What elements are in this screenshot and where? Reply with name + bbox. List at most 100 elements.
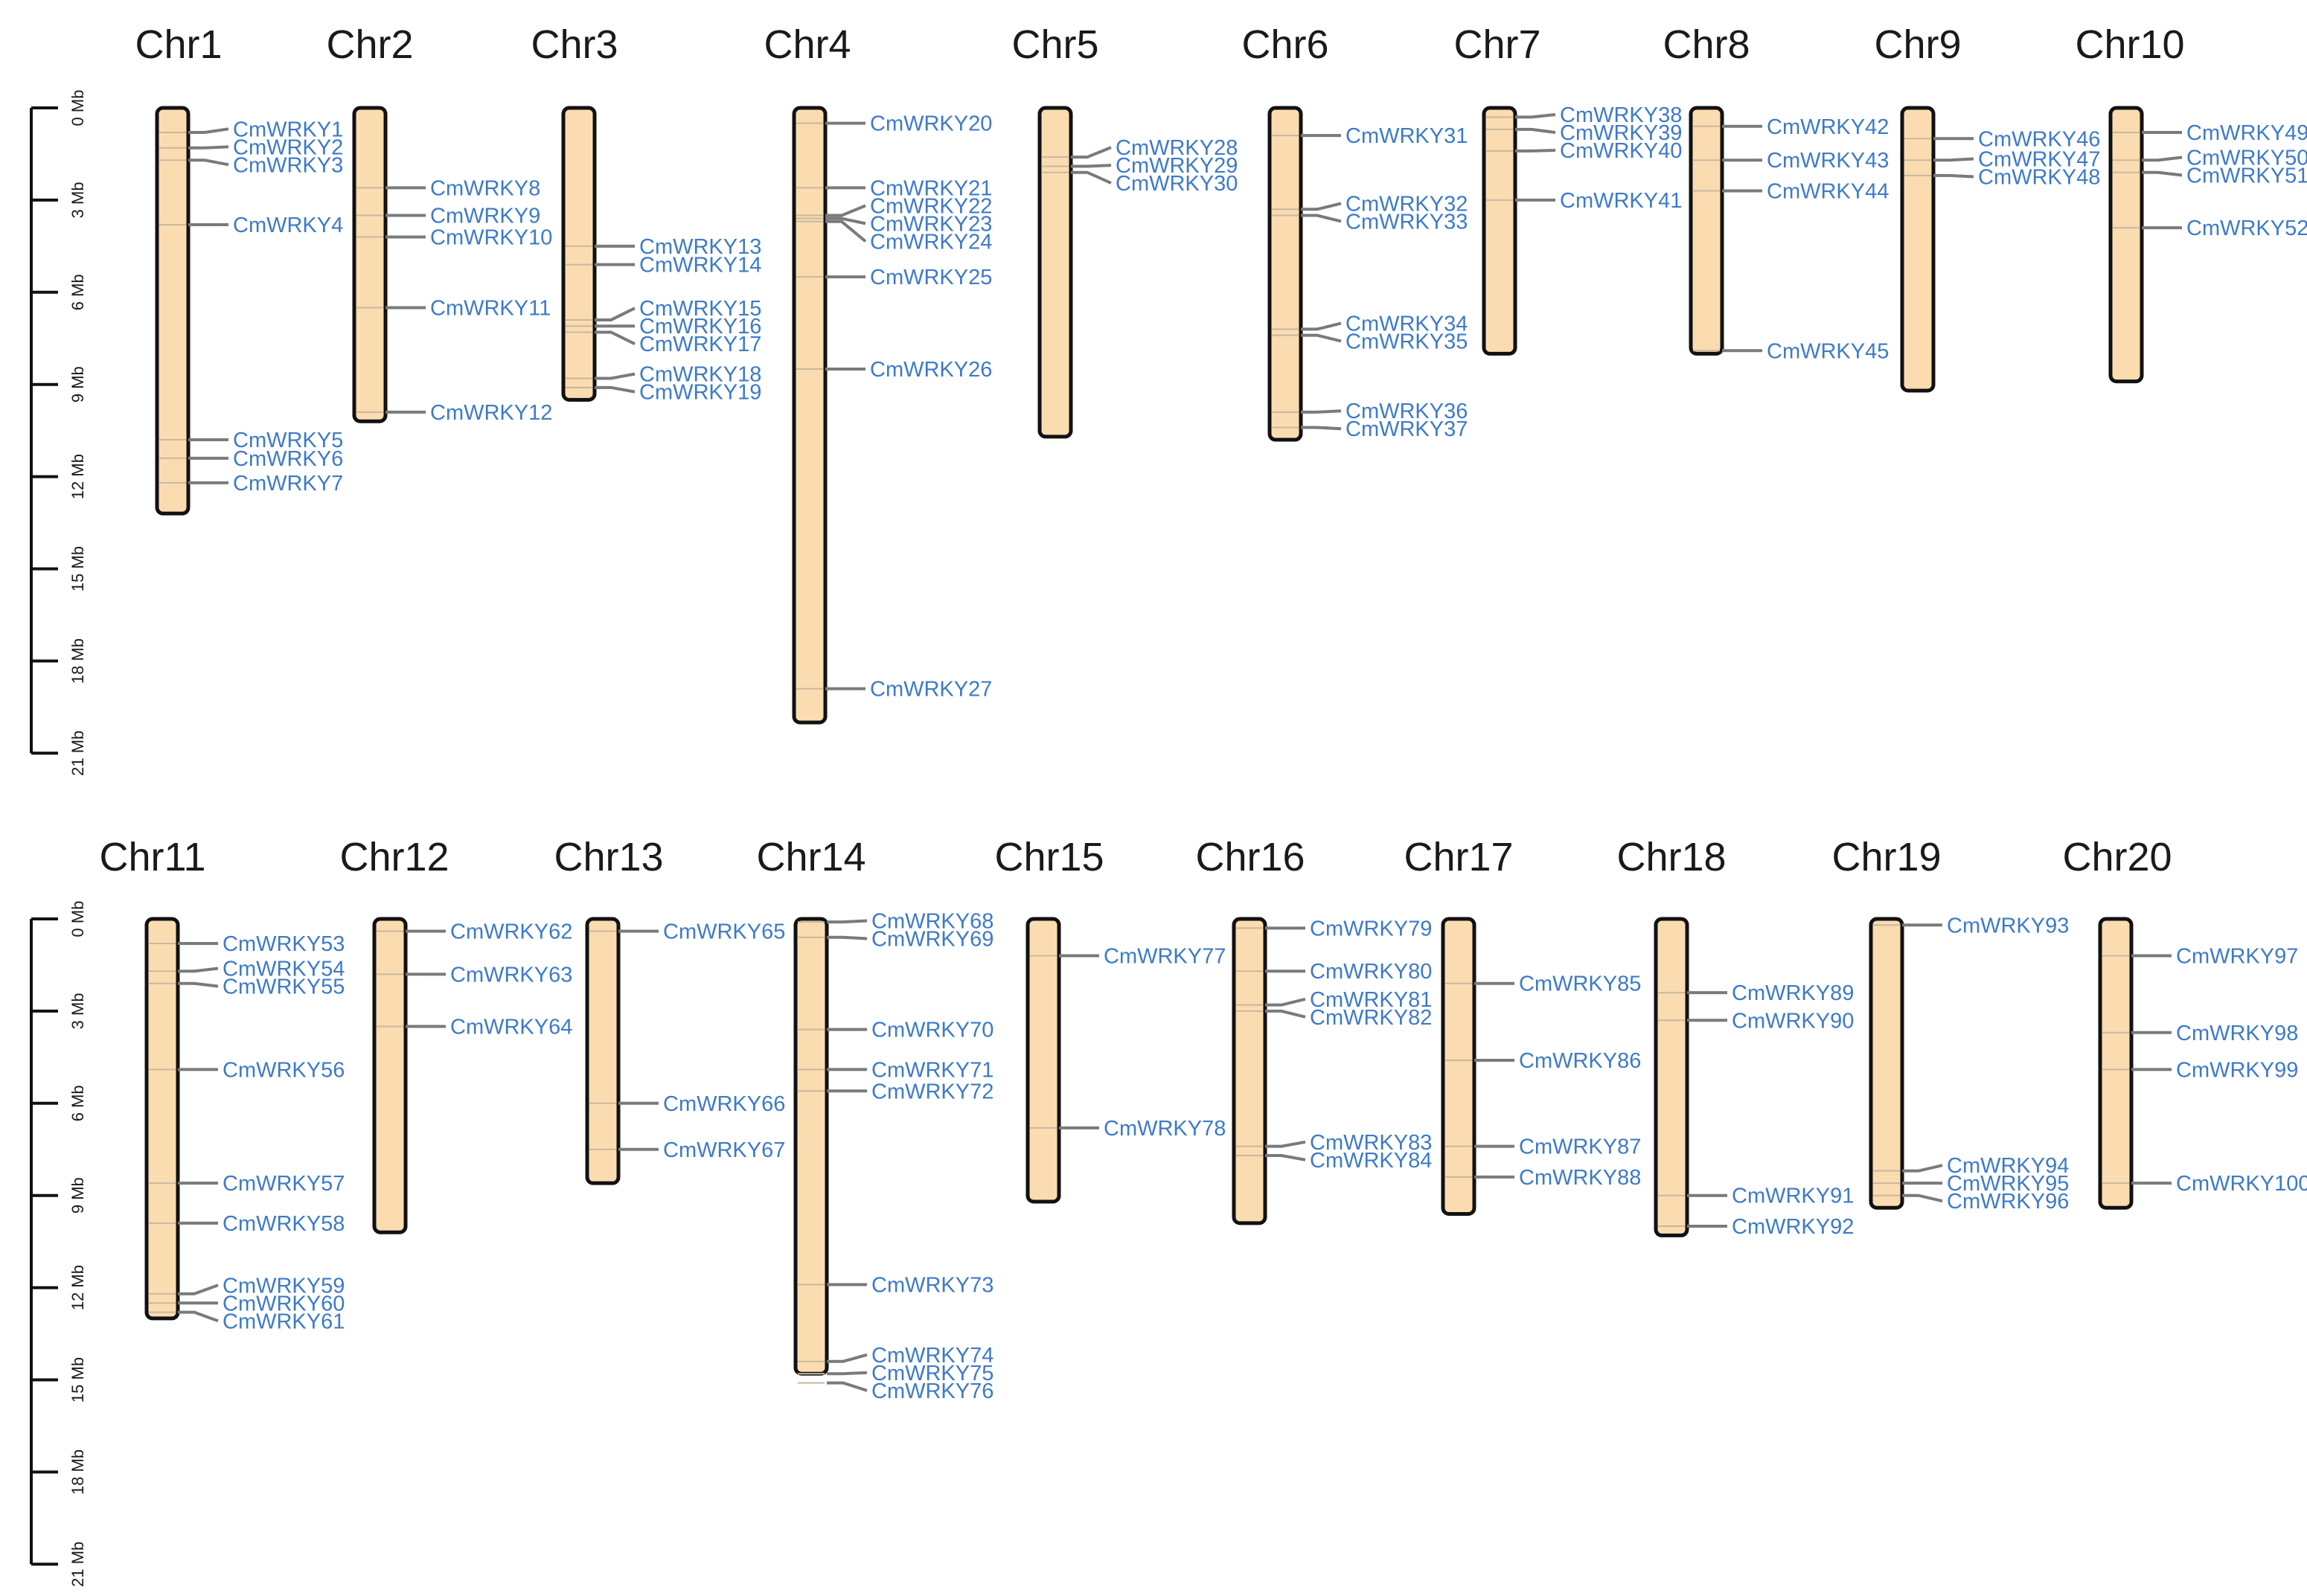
gene-label: CmWRKY61 <box>223 1310 345 1333</box>
gene-label: CmWRKY52 <box>2186 217 2307 240</box>
gene-label: CmWRKY41 <box>1560 189 1682 213</box>
chromosome-chr11: Chr11CmWRKY53CmWRKY54CmWRKY55CmWRKY56CmW… <box>99 835 345 1333</box>
gene-label: CmWRKY95 <box>1947 1172 2069 1196</box>
gene-leader-line <box>1301 409 1342 414</box>
chromosome-bar <box>1441 917 1476 1216</box>
gene-leader-line <box>1301 214 1342 223</box>
chromosome-name: Chr5 <box>1011 22 1098 67</box>
gene-label: CmWRKY92 <box>1732 1215 1854 1239</box>
gene-leader-line <box>1515 113 1556 119</box>
gene-label: CmWRKY88 <box>1519 1166 1641 1190</box>
gene-label: CmWRKY81 <box>1310 988 1432 1012</box>
gene-label: CmWRKY31 <box>1346 124 1468 148</box>
chromosome-name: Chr14 <box>756 835 865 879</box>
gene-label: CmWRKY7 <box>233 472 343 496</box>
gene-label: CmWRKY18 <box>639 363 761 387</box>
gene-leader-line <box>1301 202 1342 211</box>
chromosome-chr3: Chr3CmWRKY13CmWRKY14CmWRKY15CmWRKY16CmWR… <box>531 22 761 405</box>
scale-tick-label: 12 Mb <box>68 454 87 499</box>
gene-label: CmWRKY28 <box>1116 136 1238 160</box>
gene-leader-line <box>188 158 229 167</box>
gene-label: CmWRKY63 <box>450 963 572 987</box>
gene-label: CmWRKY49 <box>2186 121 2307 145</box>
gene-label: CmWRKY76 <box>871 1379 993 1403</box>
gene-label: CmWRKY3 <box>233 153 343 177</box>
gene-label: CmWRKY89 <box>1732 981 1854 1005</box>
gene-label: CmWRKY26 <box>870 358 992 382</box>
gene-label: CmWRKY54 <box>223 957 345 981</box>
gene-label: CmWRKY36 <box>1346 400 1468 423</box>
chromosome-name: Chr17 <box>1404 835 1513 879</box>
scale-tick-label: 0 Mb <box>68 90 87 126</box>
chromosome-bar <box>585 917 621 1185</box>
gene-label: CmWRKY65 <box>663 920 785 944</box>
gene-label: CmWRKY1 <box>233 118 343 141</box>
gene-label: CmWRKY8 <box>430 176 540 200</box>
scale-tick-label: 3 Mb <box>68 182 87 218</box>
gene-label: CmWRKY86 <box>1519 1049 1641 1073</box>
chromosome-bar <box>793 917 829 1376</box>
chromosome-name: Chr7 <box>1453 22 1540 67</box>
gene-leader-line <box>1515 149 1556 153</box>
gene-leader-line <box>178 1310 219 1323</box>
chromosome-name: Chr10 <box>2075 22 2184 67</box>
chromosome-name: Chr18 <box>1616 835 1726 879</box>
gene-label: CmWRKY99 <box>2176 1058 2298 1082</box>
chromosome-chr1: Chr1CmWRKY1CmWRKY2CmWRKY3CmWRKY4CmWRKY5C… <box>135 22 343 516</box>
gene-label: CmWRKY44 <box>1767 180 1889 204</box>
chromosome-bar <box>2098 917 2134 1210</box>
chromosome-name: Chr1 <box>135 22 222 67</box>
scale-tick-label: 18 Mb <box>68 1449 87 1495</box>
gene-label: CmWRKY77 <box>1104 945 1226 969</box>
gene-leader-line <box>827 1371 868 1376</box>
gene-label: CmWRKY37 <box>1346 417 1468 441</box>
gene-label: CmWRKY34 <box>1346 312 1468 336</box>
gene-label: CmWRKY87 <box>1519 1135 1641 1159</box>
gene-label: CmWRKY47 <box>1978 148 2100 172</box>
gene-label: CmWRKY21 <box>870 176 992 200</box>
gene-leader-line <box>1265 1154 1306 1161</box>
chromosome-bar <box>352 106 388 423</box>
gene-label: CmWRKY2 <box>233 135 343 159</box>
gene-label: CmWRKY6 <box>233 447 343 471</box>
scale-tick-label: 9 Mb <box>68 1177 87 1214</box>
chromosome-name: Chr9 <box>1874 22 1961 67</box>
chromosome-bar <box>1037 106 1073 439</box>
scale-tick-label: 15 Mb <box>68 546 87 592</box>
gene-label: CmWRKY17 <box>639 333 761 356</box>
gene-label: CmWRKY68 <box>871 909 993 933</box>
gene-label: CmWRKY35 <box>1346 330 1468 353</box>
chromosome-name: Chr20 <box>2062 835 2172 879</box>
gene-leader-line <box>178 981 219 988</box>
gene-label: CmWRKY72 <box>871 1080 993 1103</box>
gene-leader-line <box>825 219 867 243</box>
chromosome-chr6: Chr6CmWRKY31CmWRKY32CmWRKY33CmWRKY34CmWR… <box>1241 22 1468 442</box>
gene-leader-line <box>178 967 219 973</box>
gene-label: CmWRKY67 <box>663 1138 785 1162</box>
gene-label: CmWRKY53 <box>223 932 345 956</box>
gene-leader-line <box>825 217 866 225</box>
gene-label: CmWRKY79 <box>1310 917 1432 940</box>
gene-label: CmWRKY5 <box>233 429 343 452</box>
gene-label: CmWRKY50 <box>2186 146 2307 170</box>
gene-label: CmWRKY70 <box>871 1019 993 1042</box>
gene-label: CmWRKY39 <box>1560 121 1682 145</box>
gene-label: CmWRKY48 <box>1978 166 2100 190</box>
gene-label: CmWRKY60 <box>223 1292 345 1315</box>
gene-leader-line <box>1933 157 1974 162</box>
scale-tick-label: 21 Mb <box>68 1542 87 1587</box>
chromosome-name: Chr6 <box>1241 22 1328 67</box>
gene-leader-line <box>1071 146 1112 159</box>
chromosome-chr14: Chr14CmWRKY68CmWRKY69CmWRKY70CmWRKY71CmW… <box>756 835 993 1403</box>
gene-label: CmWRKY97 <box>2176 945 2298 969</box>
gene-label: CmWRKY33 <box>1346 210 1468 234</box>
